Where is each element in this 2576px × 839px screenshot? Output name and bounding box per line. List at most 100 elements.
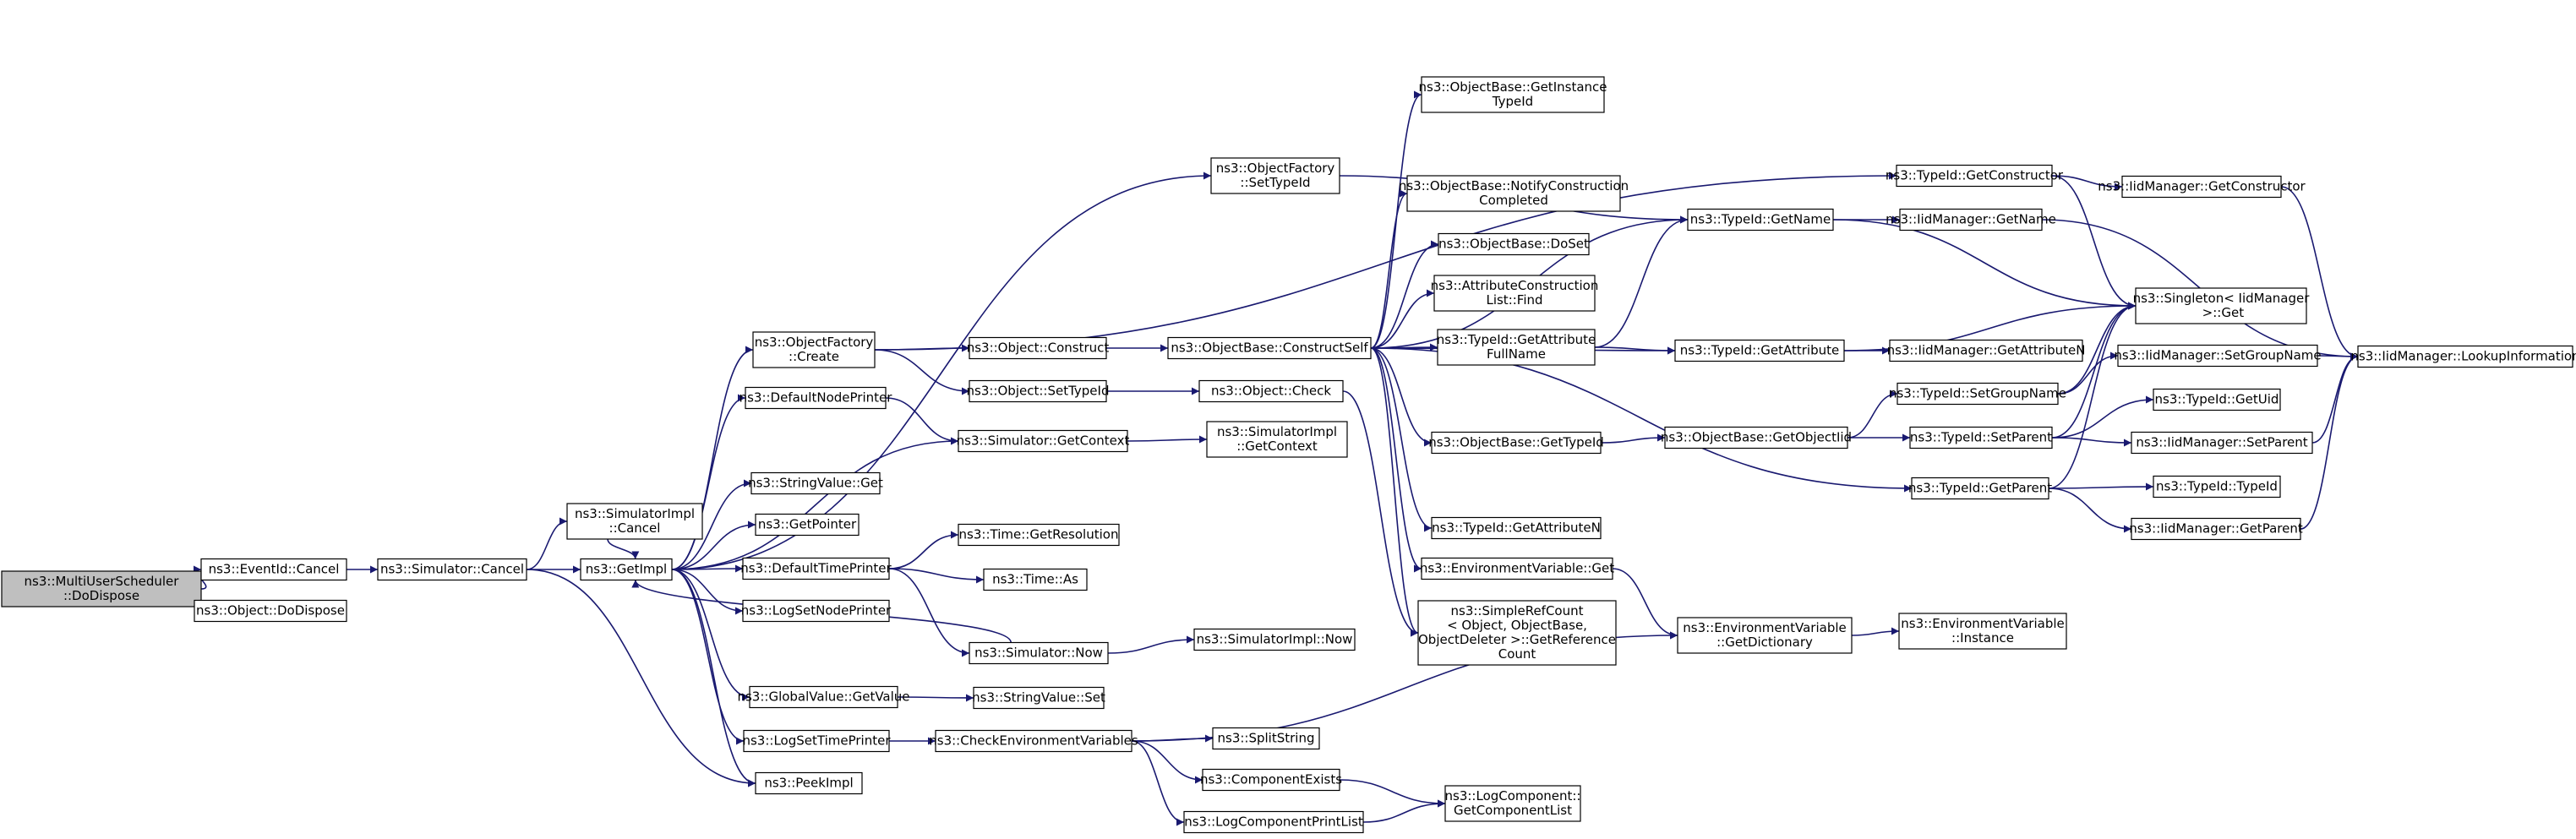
graph-node[interactable]: ns3::TypeId::GetUid [2153, 388, 2281, 411]
graph-node-label: ns3::ObjectBase::DoSet [1438, 237, 1589, 252]
graph-node[interactable]: ns3::TypeId::GetAttribute [1674, 339, 1845, 362]
graph-node-box [1167, 336, 1372, 360]
graph-node[interactable]: ns3::EnvironmentVariable::Get [1420, 557, 1614, 580]
graph-node[interactable]: ns3::TypeId::GetName [1687, 208, 1834, 232]
graph-node[interactable]: ns3::IidManager::SetParent [2131, 431, 2313, 455]
graph-node[interactable]: ns3::EventId::Cancel [200, 558, 347, 581]
graph-node[interactable]: ns3::CheckEnvironmentVariables [929, 729, 1138, 753]
graph-node[interactable]: ns3::IidManager::GetParent [2129, 517, 2303, 541]
graph-node[interactable]: ns3::ObjectBase::GetObjectIid [1661, 426, 1852, 449]
graph-node[interactable]: ns3::Object::Construct [967, 336, 1110, 360]
graph-node[interactable]: ns3::Singleton< IidManager >::Get [2133, 287, 2311, 324]
graph-node-box [1210, 157, 1340, 194]
graph-node[interactable]: ns3::Simulator::Cancel [377, 558, 527, 581]
graph-node[interactable]: ns3::IidManager::GetName [1886, 208, 2056, 232]
graph-node[interactable]: ns3::SimulatorImpl::Cancel [566, 503, 703, 540]
graph-node[interactable]: ns3::Simulator::GetContext [957, 429, 1130, 453]
graph-node-label: ns3::LogSetNodePrinter [741, 603, 892, 618]
graph-node[interactable]: ns3::IidManager::LookupInformation [2350, 345, 2576, 368]
graph-node[interactable]: ns3::ComponentExists [1200, 768, 1342, 792]
graph-node[interactable]: ns3::Time::As [983, 568, 1088, 591]
graph-node-label-line: ns3::EnvironmentVariable [1901, 616, 2064, 631]
graph-node-label-line: ns3::ObjectBase::ConstructSelf [1171, 341, 1368, 356]
graph-node-label-line: ns3::TypeId::TypeId [2156, 479, 2278, 494]
graph-node[interactable]: ns3::StringValue::Set [972, 686, 1105, 710]
call-edge [1370, 347, 1433, 447]
graph-node-label: ns3::Simulator::Cancel [380, 562, 524, 577]
graph-node-label-line: ns3::TypeId::GetParent [1908, 481, 2052, 496]
graph-node-box [2131, 517, 2301, 541]
graph-node[interactable]: ns3::SplitString [1212, 727, 1320, 750]
graph-node-label: ns3::IidManager::LookupInformation [2350, 349, 2576, 364]
graph-node[interactable]: ns3::ObjectBase::GetTypeId [1428, 431, 1604, 455]
graph-node[interactable]: ns3::SimulatorImpl::GetContext [1206, 421, 1348, 458]
graph-node[interactable]: ns3::TypeId::SetGroupName [1889, 382, 2066, 406]
graph-node[interactable]: ns3::GlobalValue::GetValue [737, 685, 910, 709]
graph-node-label-line: ns3::ObjectBase::GetInstance [1419, 79, 1607, 95]
graph-node[interactable]: ns3::ObjectBase::ConstructSelf [1167, 336, 1372, 360]
graph-node-box [1406, 175, 1621, 212]
graph-node[interactable]: ns3::TypeId::GetConstructor [1886, 164, 2064, 188]
graph-node[interactable]: ns3::IidManager::GetConstructor [2098, 175, 2306, 199]
graph-node[interactable]: ns3::LogSetNodePrinter [741, 599, 892, 623]
graph-node[interactable]: ns3::SimulatorImpl::Now [1193, 628, 1356, 651]
graph-node-box [1206, 421, 1348, 458]
call-edge [888, 568, 970, 657]
graph-node-label-line: ns3::TypeId::SetGroupName [1889, 386, 2066, 401]
graph-node[interactable]: ns3::DefaultTimePrinter [740, 557, 892, 580]
graph-node[interactable]: ns3::LogComponentPrintList [1183, 810, 1364, 834]
graph-node[interactable]: ns3::ObjectFactory::Create [752, 331, 876, 368]
graph-node-label: ns3::Singleton< IidManager >::Get [2133, 291, 2311, 320]
graph-node[interactable]: ns3::DefaultNodePrinter [740, 386, 893, 410]
graph-node[interactable]: ns3::StringValue::Get [748, 471, 883, 495]
graph-node-box [1899, 208, 2043, 232]
graph-node-box [2135, 287, 2307, 324]
graph-node[interactable]: ns3::Object::DoDispose [194, 599, 347, 623]
graph-node-box [969, 336, 1107, 360]
graph-node[interactable]: ns3::TypeId::SetParent [1909, 426, 2053, 449]
graph-node-label-line: ::DoDispose [63, 588, 139, 603]
graph-node[interactable]: ns3::LogComponent::GetComponentList [1444, 785, 1581, 822]
call-edge [2051, 302, 2137, 439]
graph-node[interactable]: ns3::Object::Check [1198, 379, 1344, 403]
graph-node[interactable]: ns3::GetImpl [580, 558, 673, 581]
node-layer: ns3::MultiUserScheduler::DoDisposens3::E… [1, 76, 2576, 834]
graph-node-label: ns3::ComponentExists [1200, 772, 1342, 787]
call-edge [671, 569, 750, 701]
graph-node[interactable]: ns3::Time::GetResolution [958, 523, 1120, 547]
graph-node[interactable]: ns3::IidManager::SetGroupName [2114, 344, 2322, 368]
call-edge [1851, 627, 1900, 636]
graph-node[interactable]: ns3::EnvironmentVariable::GetDictionary [1677, 617, 1853, 654]
graph-node-label-line: ns3::SimpleRefCount [1451, 603, 1584, 618]
graph-node-label-line: ns3::ObjectFactory [1216, 161, 1335, 176]
graph-node[interactable]: ns3::TypeId::TypeId [2153, 475, 2281, 498]
graph-node[interactable]: ns3::IidManager::GetAttributeN [1887, 339, 2086, 362]
graph-node[interactable]: ns3::EnvironmentVariable::Instance [1898, 613, 2067, 650]
graph-node-label: ns3::Simulator::GetContext [957, 433, 1130, 449]
graph-node[interactable]: ns3::PeekImpl [755, 771, 863, 795]
graph-node[interactable]: ns3::Object::SetTypeId [967, 379, 1110, 403]
graph-node[interactable]: ns3::MultiUserScheduler::DoDispose [1, 570, 202, 607]
graph-node[interactable]: ns3::GetPointer [755, 513, 860, 537]
graph-node-box [2131, 431, 2313, 455]
graph-node-label-line: ns3::Time::As [992, 572, 1078, 587]
graph-node-label: ns3::EventId::Cancel [209, 562, 340, 577]
graph-node-label-line: ns3::LogComponentPrintList [1184, 814, 1363, 830]
graph-node-label-line: Count [1498, 646, 1536, 662]
graph-node[interactable]: ns3::Simulator::Now [969, 641, 1109, 665]
graph-node-label: ns3::ObjectBase::GetObjectIid [1661, 430, 1852, 445]
graph-node[interactable]: ns3::ObjectFactory::SetTypeId [1210, 157, 1340, 194]
call-edge [526, 517, 568, 570]
graph-node[interactable]: ns3::TypeId::GetParent [1908, 477, 2052, 500]
graph-node[interactable]: ns3::SimpleRefCount< Object, ObjectBase,… [1417, 600, 1617, 666]
graph-node[interactable]: ns3::TypeId::GetAttributeN [1431, 516, 1602, 540]
graph-node-box [1, 570, 202, 607]
graph-node[interactable]: ns3::LogSetTimePrinter [742, 729, 891, 753]
graph-node[interactable]: ns3::ObjectBase::DoSet [1438, 232, 1590, 256]
graph-node-label-line: ns3::IidManager::GetName [1886, 212, 2056, 227]
